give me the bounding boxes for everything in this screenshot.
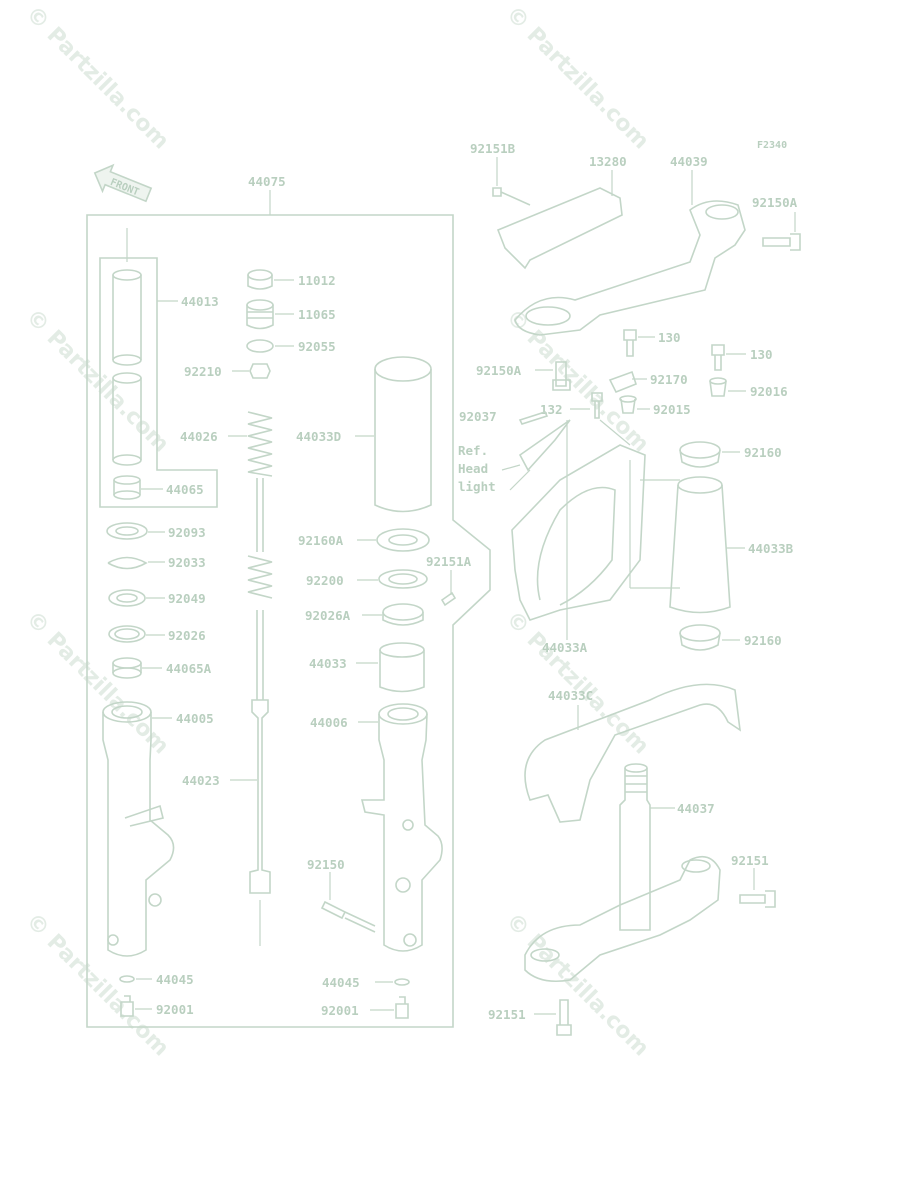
watermark: © Partzilla.com bbox=[21, 2, 174, 155]
part-label: 92016 bbox=[750, 384, 788, 399]
fork-assembly-box: 44075 bbox=[86, 174, 491, 1028]
watermark: © Partzilla.com bbox=[501, 607, 654, 760]
ref-note-line: Head bbox=[458, 461, 488, 476]
part-label: 44026 bbox=[180, 429, 218, 444]
fork-right-column: 44033D 92160A 92200 92026A 92151A 44033 … bbox=[296, 356, 472, 1019]
part-label: 92026A bbox=[305, 608, 351, 623]
part-label: 92150 bbox=[307, 857, 345, 872]
part-label: 92210 bbox=[184, 364, 222, 379]
part-label: 92015 bbox=[653, 402, 691, 417]
upper-bracket: 92150A 92151B 13280 44039 92150A bbox=[470, 141, 801, 391]
part-label: 44006 bbox=[310, 715, 348, 730]
part-label: 44037 bbox=[677, 801, 715, 816]
part-label: 132 bbox=[540, 402, 563, 417]
part-label: 92001 bbox=[156, 1002, 194, 1017]
part-label: 92200 bbox=[306, 573, 344, 588]
outer-tube-left: 44005 bbox=[102, 701, 214, 957]
part-label: 44033D bbox=[296, 429, 341, 444]
part-label: 44075 bbox=[248, 174, 286, 189]
part-label: 44065 bbox=[166, 482, 204, 497]
seal-stack: 92093 92033 92049 92026 44065A bbox=[106, 522, 212, 679]
front-arrow-icon: FRONT bbox=[93, 163, 153, 203]
steering-stem: 44037 92151 92151 bbox=[488, 763, 776, 1036]
part-label: 44065A bbox=[166, 661, 212, 676]
ref-note-line: Ref. bbox=[458, 443, 488, 458]
part-label: 44045 bbox=[322, 975, 360, 990]
part-label: 44033C bbox=[548, 688, 593, 703]
part-label: 44033B bbox=[748, 541, 794, 556]
part-label: 92037 bbox=[459, 409, 497, 424]
part-label: 11065 bbox=[298, 307, 336, 322]
part-label: 92151 bbox=[488, 1007, 526, 1022]
part-label: 92001 bbox=[321, 1003, 359, 1018]
part-label: 92093 bbox=[168, 525, 206, 540]
part-label: 44005 bbox=[176, 711, 214, 726]
part-label: 92049 bbox=[168, 591, 206, 606]
part-label: 44013 bbox=[181, 294, 219, 309]
part-label: 11012 bbox=[298, 273, 336, 288]
watermark: © Partzilla.com bbox=[501, 2, 654, 155]
part-label: 44039 bbox=[670, 154, 708, 169]
watermark: © Partzilla.com bbox=[21, 305, 174, 458]
part-label: 13280 bbox=[589, 154, 627, 169]
part-label: 130 bbox=[658, 330, 681, 345]
part-label: 44023 bbox=[182, 773, 220, 788]
part-label: 92033 bbox=[168, 555, 206, 570]
part-label: 92150A bbox=[476, 363, 522, 378]
part-label: 92151A bbox=[426, 554, 472, 569]
figure-code: F2340 bbox=[757, 140, 787, 151]
part-label: 92160A bbox=[298, 533, 344, 548]
bolt-left: 44045 92001 bbox=[119, 972, 194, 1017]
damper-column: 11012 11065 92055 92210 44026 44023 bbox=[180, 269, 336, 946]
part-label: 92026 bbox=[168, 628, 206, 643]
part-label: 44033A bbox=[542, 640, 588, 655]
bush: 44065 bbox=[113, 475, 204, 500]
watermark: © Partzilla.com bbox=[501, 305, 654, 458]
small-hardware: 130 130 92170 92016 92015 132 92037 bbox=[459, 329, 788, 425]
watermark: © Partzilla.com bbox=[21, 909, 174, 1062]
part-label: 92160 bbox=[744, 445, 782, 460]
part-label: 92055 bbox=[298, 339, 336, 354]
lower-cover: 44033C bbox=[524, 683, 742, 823]
part-label: 92170 bbox=[650, 372, 688, 387]
part-label: 44045 bbox=[156, 972, 194, 987]
part-label: 92151 bbox=[731, 853, 769, 868]
ref-headlight-note: Ref. Head light bbox=[458, 443, 531, 494]
part-label: 44033 bbox=[309, 656, 347, 671]
watermark: © Partzilla.com bbox=[501, 909, 654, 1062]
part-label: 92150A bbox=[752, 195, 798, 210]
steering-bearings: 92160 44033B 92160 bbox=[629, 441, 794, 651]
ref-note-line: light bbox=[458, 479, 496, 494]
part-label: 92160 bbox=[744, 633, 782, 648]
part-label: 92151B bbox=[470, 141, 516, 156]
headlight-bracket: 44033A bbox=[511, 419, 646, 655]
part-label: 130 bbox=[750, 347, 773, 362]
inner-tube: 44013 bbox=[112, 228, 219, 466]
